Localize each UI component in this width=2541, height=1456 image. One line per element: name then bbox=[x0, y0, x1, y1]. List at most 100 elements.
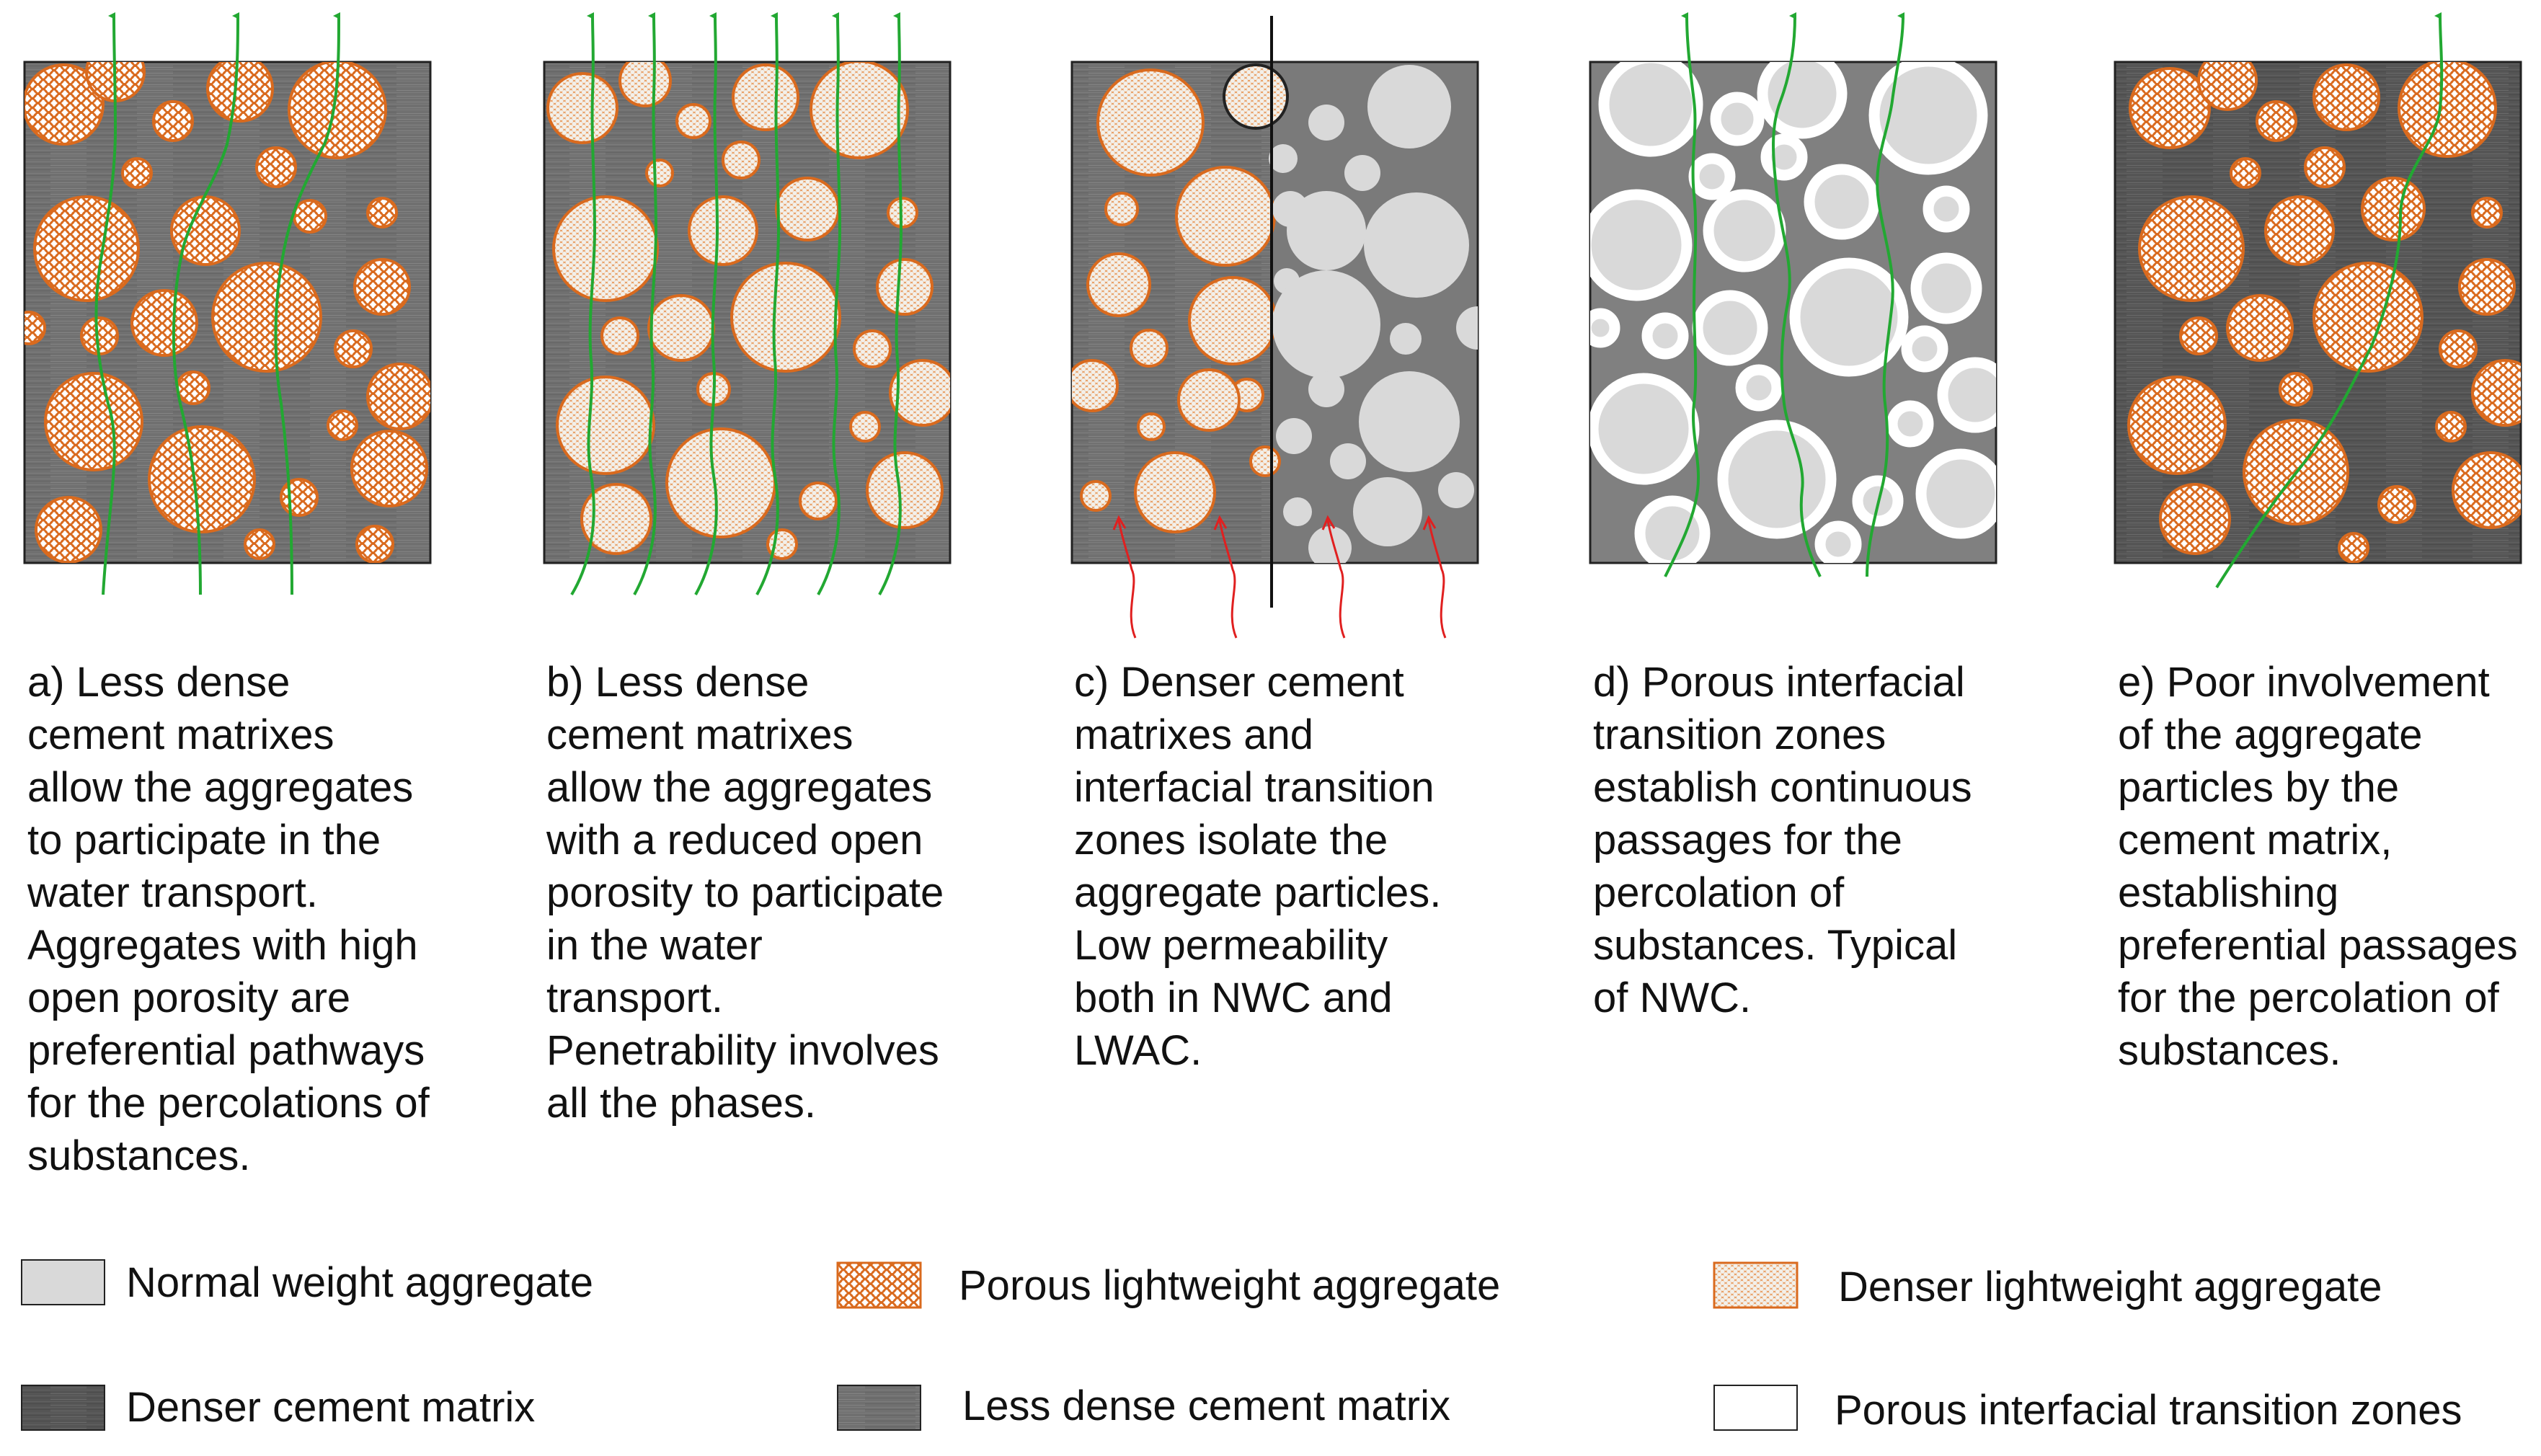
denser-lwa-particle bbox=[618, 62, 672, 107]
normal-aggregate-particle bbox=[1390, 323, 1422, 355]
caption-a: a) Less dense cement matrixes allow the … bbox=[27, 659, 430, 1179]
porous-lwa-particle bbox=[255, 146, 297, 188]
denser-lwa-particle bbox=[645, 159, 674, 187]
denser-lwa-half-at-divider bbox=[1223, 63, 1289, 130]
flow-arrow bbox=[274, 12, 341, 595]
porous-lwa-particle bbox=[2398, 62, 2497, 158]
porous-lwa-particle bbox=[2197, 62, 2258, 111]
blocked-flow-arrow-head bbox=[1422, 515, 1437, 531]
porous-lwa-particle bbox=[2312, 262, 2424, 373]
porous-lwa-particle bbox=[355, 525, 394, 563]
porous-lwa-particle bbox=[2256, 100, 2297, 142]
porous-lwa-particle bbox=[2304, 146, 2346, 188]
denser-lwa-particle bbox=[1130, 329, 1168, 368]
legend-label-less-dense-matrix: Less dense cement matrix bbox=[962, 1382, 1450, 1429]
normal-aggregate-particle bbox=[1344, 155, 1380, 191]
nwa-with-itz bbox=[1710, 92, 1765, 146]
denser-lwa-particle bbox=[1175, 166, 1276, 267]
panel-d bbox=[1589, 12, 1997, 577]
normal-aggregate-particle bbox=[1308, 526, 1352, 563]
porous-lwa-particle bbox=[2312, 63, 2380, 131]
blocked-flow-arrow bbox=[1427, 520, 1447, 639]
nwa-with-itz bbox=[1760, 133, 1808, 181]
caption-e: e) Poor involvement of the aggregate par… bbox=[2118, 659, 2518, 1074]
porous-lwa-particle bbox=[2361, 177, 2426, 241]
normal-aggregate-particle bbox=[1287, 191, 1366, 270]
porous-lwa-particle bbox=[2179, 316, 2218, 355]
porous-lwa-particle bbox=[148, 425, 256, 533]
denser-lwa-particle bbox=[775, 177, 840, 241]
legend-swatches bbox=[21, 1259, 1799, 1431]
legend-label-denser-matrix: Denser cement matrix bbox=[126, 1384, 536, 1431]
normal-aggregate-particle bbox=[1353, 477, 1422, 546]
porous-lwa-particle bbox=[130, 289, 198, 357]
normal-aggregate-particle bbox=[1276, 418, 1312, 454]
nwa-with-itz bbox=[1915, 448, 1996, 539]
denser-lwa-particle bbox=[1249, 445, 1281, 477]
porous-lwa-particle bbox=[2338, 532, 2369, 563]
denser-lwa-particle bbox=[889, 359, 950, 427]
denser-lwa-particle bbox=[876, 258, 934, 316]
porous-lwa-particle bbox=[2435, 411, 2467, 443]
nwa-with-itz bbox=[1692, 290, 1768, 366]
panel-c bbox=[1070, 16, 1479, 639]
porous-lwa-particle bbox=[176, 370, 210, 405]
nwa-with-itz bbox=[1717, 420, 1837, 539]
denser-lwa-particle bbox=[849, 411, 881, 443]
nwa-with-itz bbox=[1590, 373, 1700, 485]
normal-aggregate-particle bbox=[1367, 65, 1451, 148]
normal-aggregate-particle bbox=[1359, 371, 1460, 472]
porous-lwa-particle bbox=[2230, 157, 2261, 189]
porous-lwa-particle bbox=[2159, 483, 2231, 555]
legend-swatch-porous-lwa bbox=[836, 1261, 922, 1309]
denser-lwa-particle bbox=[1177, 368, 1241, 432]
blocked-flow-arrow-head bbox=[1112, 515, 1127, 531]
legend-swatch-denser-matrix bbox=[21, 1385, 105, 1431]
nwa-with-itz bbox=[1910, 252, 1982, 324]
denser-lwa-particle bbox=[1096, 68, 1205, 177]
denser-lwa-particle bbox=[722, 141, 760, 179]
porous-lwa-particle bbox=[211, 262, 322, 373]
porous-lwa-particle bbox=[2471, 197, 2503, 228]
porous-lwa-particle bbox=[2279, 372, 2313, 407]
blocked-flow-arrow-head bbox=[1321, 515, 1336, 531]
legend-label-itz: Porous interfacial transition zones bbox=[1835, 1387, 2462, 1434]
flow-arrow bbox=[570, 12, 597, 596]
denser-lwa-particle bbox=[1137, 412, 1166, 441]
normal-aggregate-particle bbox=[1308, 105, 1344, 141]
denser-lwa-particle bbox=[647, 294, 715, 362]
flow-arrow bbox=[755, 12, 781, 595]
legend-label-denser-lwa: Denser lightweight aggregate bbox=[1838, 1264, 2382, 1310]
porous-lwa-particle bbox=[244, 528, 275, 560]
flow-arrow bbox=[878, 12, 903, 595]
denser-lwa-particle bbox=[552, 195, 659, 302]
flow-arrow bbox=[1866, 12, 1905, 577]
flow-arrow bbox=[1772, 12, 1822, 577]
legend-swatch-denser-lwa bbox=[1713, 1261, 1799, 1309]
porous-lwa-particle bbox=[206, 62, 274, 123]
porous-lwa-particle bbox=[366, 363, 430, 430]
blocked-flow-arrow bbox=[1326, 520, 1346, 639]
denser-lwa-particle bbox=[688, 195, 758, 266]
denser-lwa-particle bbox=[580, 483, 652, 555]
porous-lwa-particle bbox=[2439, 329, 2478, 368]
nwa-with-itz bbox=[1590, 308, 1620, 348]
nwa-with-itz bbox=[1901, 325, 1948, 373]
porous-lwa-particle bbox=[33, 195, 140, 302]
porous-lwa-particle bbox=[2226, 294, 2294, 362]
nwa-with-itz bbox=[1937, 357, 1996, 433]
porous-lwa-particle bbox=[25, 63, 105, 146]
nwa-with-itz bbox=[1868, 62, 1988, 175]
blocked-flow-arrow bbox=[1218, 520, 1238, 639]
denser-lwa-particle bbox=[732, 63, 799, 131]
porous-lwa-particle bbox=[280, 478, 319, 517]
porous-lwa-particle bbox=[2458, 258, 2516, 316]
denser-lwa-particle bbox=[556, 376, 655, 475]
porous-lwa-particle bbox=[2452, 451, 2521, 529]
porous-lwa-particle bbox=[25, 311, 46, 345]
caption-c: c) Denser cement matrixes and interfacia… bbox=[1074, 659, 1442, 1074]
flow-arrow bbox=[94, 12, 117, 595]
porous-lwa-particle bbox=[121, 157, 153, 189]
denser-lwa-particle bbox=[1072, 359, 1119, 412]
denser-lwa-particle bbox=[1134, 451, 1216, 533]
